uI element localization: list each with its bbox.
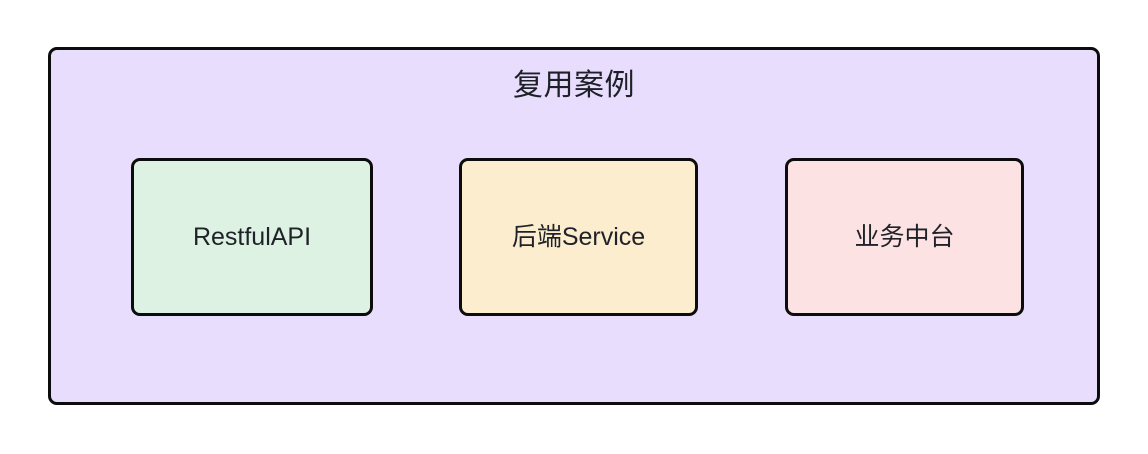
node-business-middle-platform[interactable]: 业务中台 <box>785 158 1024 316</box>
group-title: 复用案例 <box>513 69 635 102</box>
node-backend-service[interactable]: 后端Service <box>459 158 698 316</box>
node-label: 业务中台 <box>854 222 955 251</box>
node-restful-api[interactable]: RestfulAPI <box>131 158 373 316</box>
group-container-reuse-case[interactable]: 复用案例 RestfulAPI 后端Service 业务中台 <box>48 47 1100 405</box>
node-label: RestfulAPI <box>192 222 312 251</box>
node-label: 后端Service <box>511 222 646 251</box>
